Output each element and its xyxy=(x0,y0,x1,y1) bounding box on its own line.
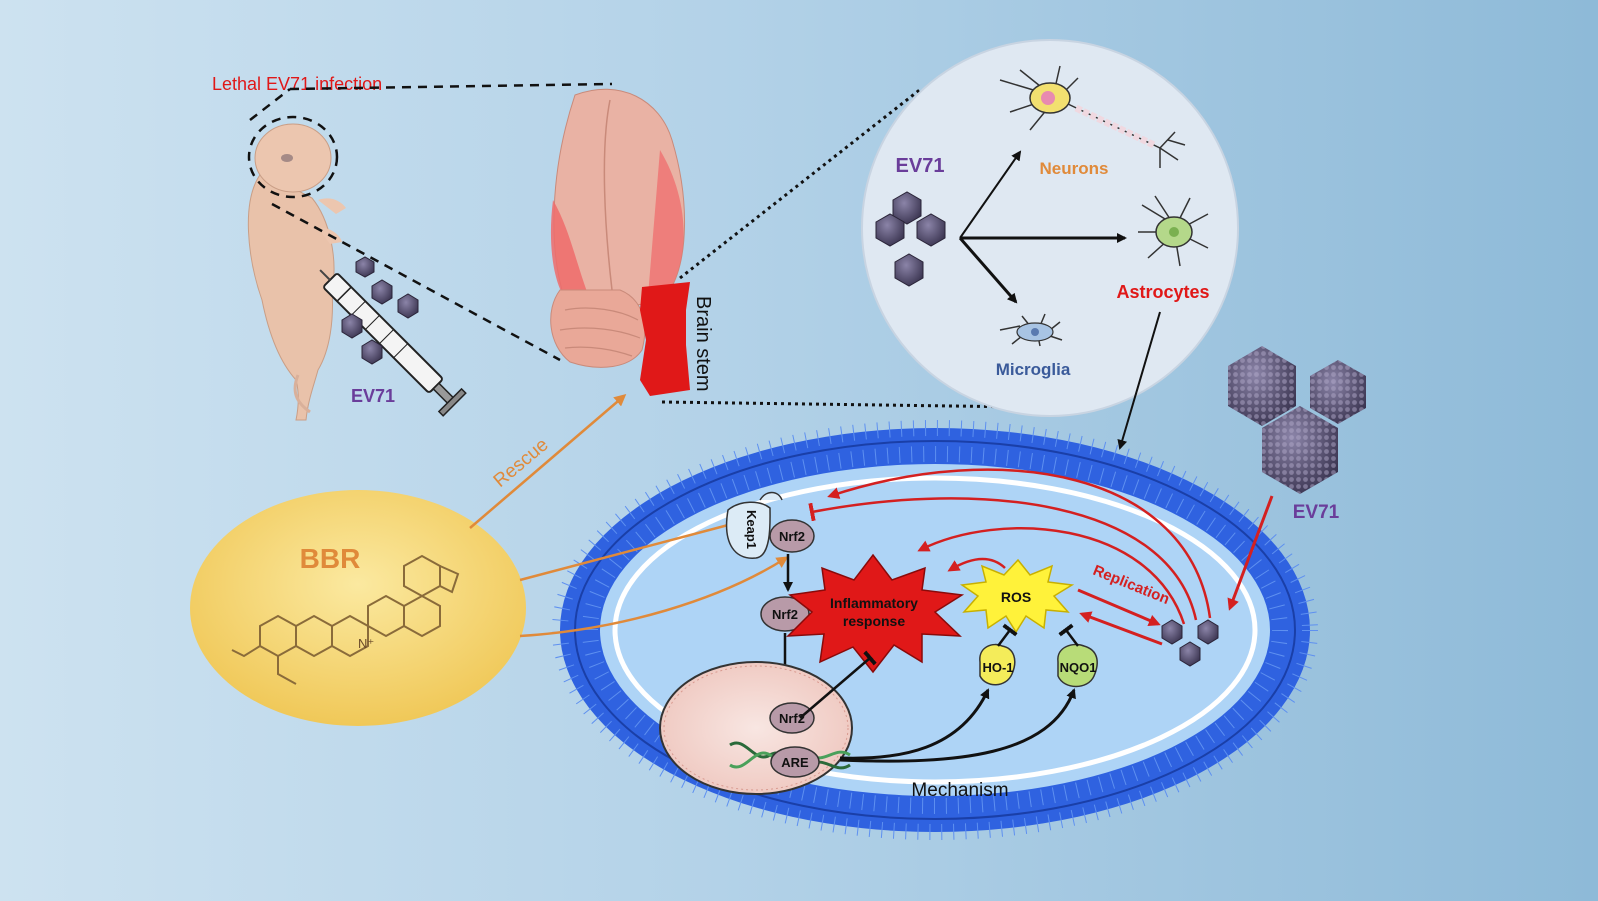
bbr-inhibits-keap1 xyxy=(519,514,737,582)
nucleus xyxy=(659,661,853,795)
inflammatory-starburst xyxy=(786,553,965,674)
lethal-infection-label: Lethal EV71 infection xyxy=(212,74,382,94)
zoom-dotted-bottom xyxy=(661,400,1099,410)
brain-illustration xyxy=(550,88,690,396)
are-label: ARE xyxy=(781,755,809,770)
ho1-enzyme xyxy=(979,643,1016,686)
arrow-to-microglia xyxy=(958,237,1018,304)
neurons-label: Neurons xyxy=(1040,159,1109,178)
ev71-right-label: EV71 xyxy=(1293,502,1340,523)
inflammatory-line2: response xyxy=(843,613,905,629)
microglia-label: Microglia xyxy=(996,360,1071,379)
arrow-to-neurons xyxy=(959,150,1022,239)
ros-label: ROS xyxy=(1001,589,1031,605)
zoom-line-bottom xyxy=(271,202,561,362)
astrocytes-label: Astrocytes xyxy=(1116,282,1209,302)
bbr-label: BBR xyxy=(300,543,361,574)
ho1-inhibits-ros xyxy=(997,623,1018,647)
ev71-particles-right xyxy=(1228,346,1366,494)
nqo1-enzyme xyxy=(1057,643,1098,688)
brain-stem-label: Brain stem xyxy=(692,296,714,392)
syringe-icon xyxy=(319,269,467,417)
ev71-particles-inside xyxy=(1161,619,1219,667)
mechanism-label: Mechanism xyxy=(911,780,1008,801)
nqo1-label: NQO1 xyxy=(1060,660,1097,675)
nrf2-inhibits-inflammation xyxy=(799,650,877,719)
virus-inhibits-nrf2 xyxy=(808,497,1198,621)
ros-to-inflammation xyxy=(947,557,1006,572)
bbr-activates-nrf2 xyxy=(519,556,789,638)
nrf2-bound-label: Nrf2 xyxy=(779,529,805,544)
ev71-entry-arrow xyxy=(1227,495,1274,611)
arrow-astrocyte-to-cell xyxy=(1117,311,1161,450)
neuron-icon xyxy=(999,65,1186,168)
nrf2-nucleus-protein xyxy=(769,702,815,734)
ho1-label: HO-1 xyxy=(982,660,1013,675)
nrf2-bound-protein xyxy=(769,519,815,553)
microglia-icon xyxy=(999,313,1063,347)
are-element xyxy=(770,746,820,778)
ev71-mouse-label: EV71 xyxy=(351,386,395,406)
bbr-blob xyxy=(190,490,526,726)
n-plus-label: N⁺ xyxy=(358,636,374,651)
nqo1-inhibits-ros xyxy=(1058,623,1079,647)
cell-types-circle xyxy=(861,39,1239,417)
mouse-pup-illustration xyxy=(247,123,346,421)
keap1-label: Keap1 xyxy=(744,510,759,549)
ev71-particles-cells xyxy=(875,191,946,287)
virus-to-keap1-activation xyxy=(827,468,1212,619)
virus-to-ros-arrow xyxy=(1079,611,1163,646)
zoom-line-top xyxy=(249,88,291,121)
ev71-particles-mouse xyxy=(341,256,419,365)
are-to-ho1 xyxy=(839,688,990,760)
zoom-dotted-top xyxy=(679,86,923,280)
rescue-arrow xyxy=(469,394,627,529)
nrf2-nucleus-label: Nrf2 xyxy=(779,711,805,726)
zoom-line-top-2 xyxy=(289,82,613,91)
astrocyte-icon xyxy=(1138,195,1209,267)
are-to-nqo1 xyxy=(839,688,1076,763)
ev71-cells-label: EV71 xyxy=(896,155,945,177)
inflammatory-line1: Inflammatory xyxy=(830,595,918,611)
virus-to-inflammation xyxy=(917,527,1186,625)
head-highlight-circle xyxy=(247,115,339,199)
keap1-protein xyxy=(725,491,783,559)
nrf2-free-label: Nrf2 xyxy=(772,607,798,622)
berberine-structure-icon xyxy=(231,554,460,685)
replication-arrow xyxy=(1077,588,1161,627)
